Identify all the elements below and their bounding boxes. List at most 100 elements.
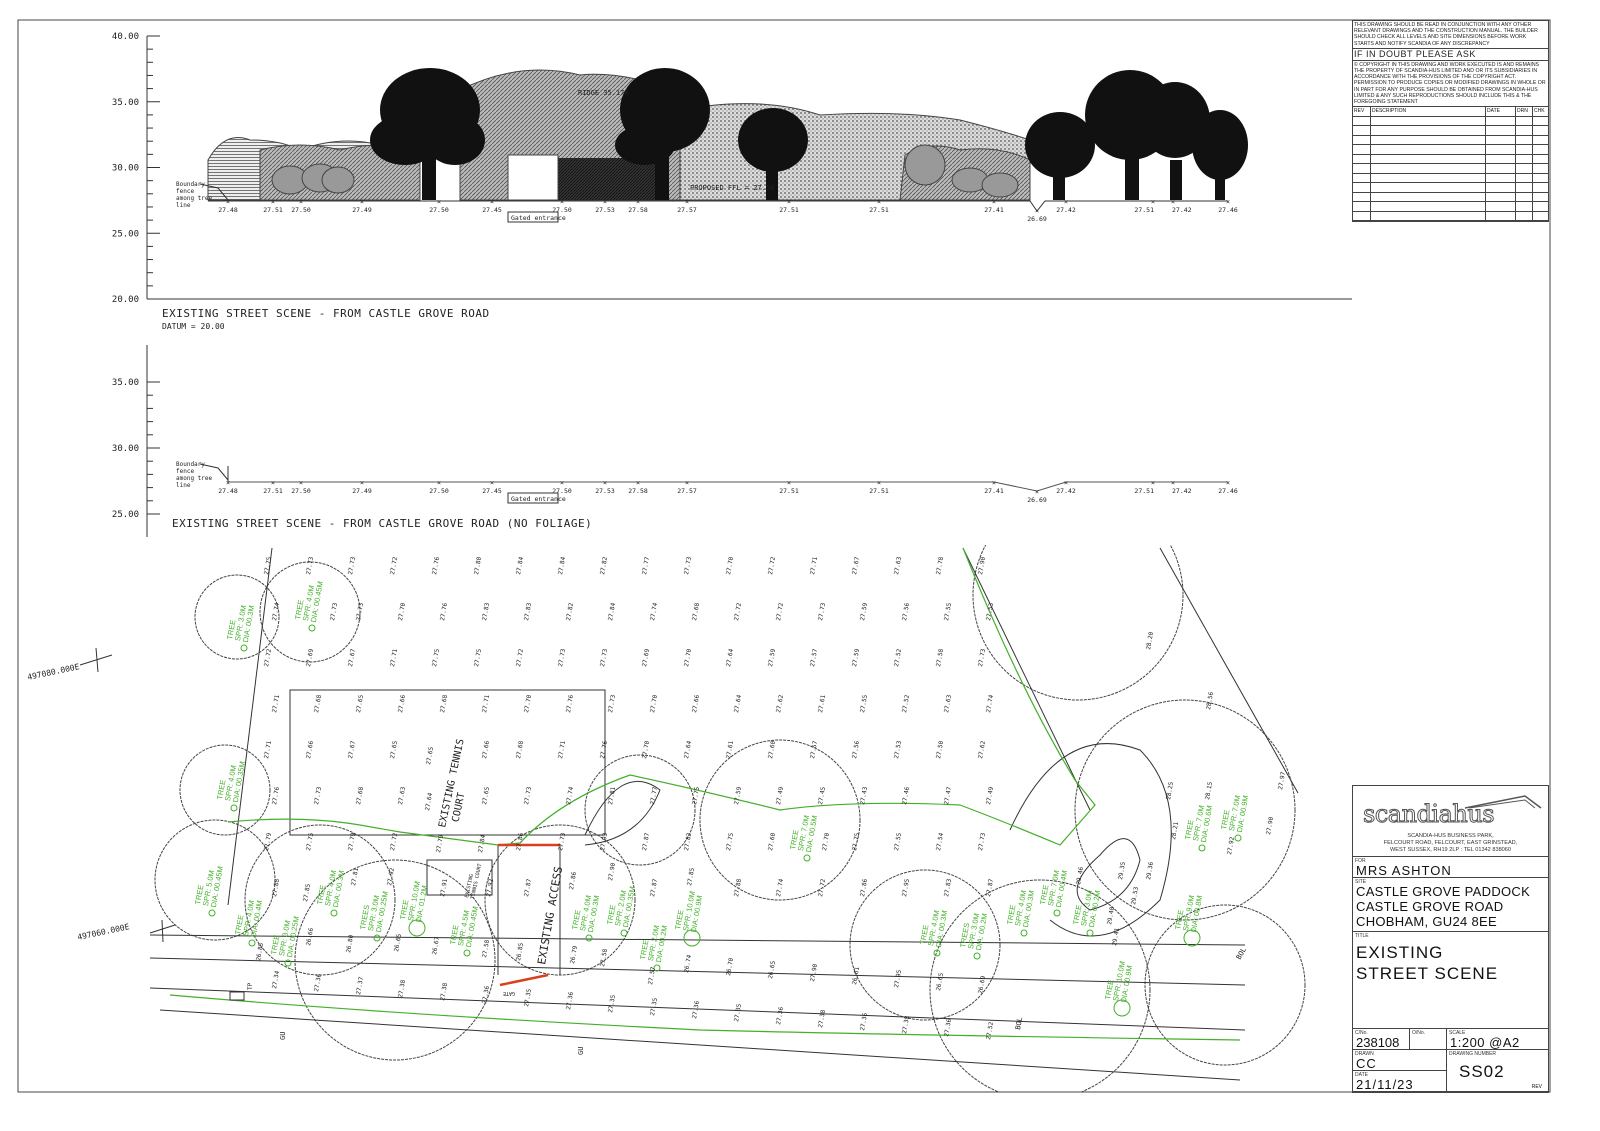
spot-level: 27.80 [473, 556, 483, 575]
spot-level: 27.72 [775, 602, 785, 621]
spot-level: 27.75 [691, 786, 701, 805]
spot-level-group: 27.68 [355, 786, 365, 805]
boundary-fence-label: fence [176, 188, 194, 195]
spot-level-group: 27.34 [271, 970, 281, 989]
spot-level-group: 27.37 [355, 976, 365, 995]
spot-level: 27.91 [439, 878, 449, 897]
revision-cell [1371, 173, 1486, 183]
revision-cell [1486, 154, 1516, 164]
spot-level: 27.74 [565, 786, 575, 805]
revision-cell [1533, 117, 1548, 126]
spot-level-group: 27.85 [302, 883, 312, 902]
spot-level: 27.92 [386, 867, 396, 886]
spot-level-group: 27.86 [515, 832, 525, 851]
spot-level: 26.67 [431, 936, 441, 955]
spot-level: 27.97 [1277, 771, 1287, 790]
spot-level-group: 27.38 [817, 1009, 827, 1028]
spot-level: 27.78 [935, 556, 945, 575]
spot-level-group: 27.64 [424, 792, 434, 811]
bol-label: BOL [1235, 946, 1248, 961]
spot-level-label: 27.49 [352, 206, 372, 214]
tree: TREESPR: 4.0MDIA: 00.3M [1005, 889, 1036, 937]
logo-roof-icon [1464, 795, 1542, 809]
revision-row [1353, 134, 1548, 145]
proposed-ffl-label: PROPOSED FFL = 27.58 [690, 184, 774, 192]
tree-trunk-icon [1234, 834, 1242, 842]
spot-level: 27.76 [565, 694, 575, 713]
tree-label: TREESSPR: 3.0MDIA: 00.2M [958, 910, 989, 951]
revision-cell [1486, 145, 1516, 154]
spot-level-group: 29.35 [1117, 861, 1127, 880]
tree-trunk-icon [1183, 929, 1201, 947]
tree-label-line: TREE [315, 884, 327, 905]
level-marker: × [877, 479, 881, 487]
tree-label-line: TREE [225, 619, 237, 640]
spot-level: 27.73 [977, 648, 987, 667]
ground-line-2 [228, 481, 1228, 492]
tree-label-line: TREE [448, 924, 460, 945]
revision-cell [1486, 173, 1516, 183]
spot-level: 27.84 [607, 602, 617, 621]
tree-label: TREESPR: 7.0MDIA: 00.6M [1183, 802, 1214, 843]
spot-level: 27.68 [355, 786, 365, 805]
tree-label: TREESPR: 2.0MDIA: 00.2M [638, 922, 669, 963]
spot-level-label: 27.46 [1218, 487, 1238, 495]
tree: TREESPR: 2.0MDIA: 00.35M [605, 886, 637, 937]
spot-level-group: 27.70 [523, 694, 533, 713]
drawing-title: EXISTING STREET SCENE [1356, 942, 1498, 984]
spot-level: 27.87 [649, 878, 659, 897]
spot-level: 27.81 [350, 867, 360, 886]
tree-label-line: TREE [638, 939, 650, 960]
spot-level-group: 27.56 [901, 602, 911, 621]
spot-level-label: 26.69 [1027, 496, 1047, 504]
revision-cell [1516, 173, 1533, 183]
spot-level-group: 27.74 [271, 602, 281, 621]
axis-tick-label: 25.00 [112, 229, 139, 239]
spot-level: 27.71 [809, 556, 819, 575]
spot-level: 27.72 [817, 878, 827, 897]
spot-level-group: 27.52 [985, 1021, 995, 1040]
revision-cell [1533, 155, 1548, 164]
spot-level-group: 27.81 [350, 867, 360, 886]
tree-label-line: TREE [398, 899, 410, 920]
level-marker: × [685, 198, 689, 206]
spot-level-label: 27.42 [1056, 206, 1076, 214]
level-marker: × [299, 479, 303, 487]
spot-level-label: 26.69 [1027, 215, 1047, 223]
spot-level-group: 27.68 [691, 602, 701, 621]
spot-level: 27.66 [397, 694, 407, 713]
spot-level-group: 27.38 [397, 979, 407, 998]
spot-level-group: 27.87 [649, 878, 659, 897]
tree-label-line: TREE [1005, 904, 1017, 925]
spot-level: 27.54 [935, 832, 945, 851]
client-field: FOR MRS ASHTON [1352, 856, 1549, 878]
gated-entrance-box [507, 211, 559, 223]
spot-level-group: 26.80 [345, 934, 355, 953]
level-marker: × [226, 198, 230, 206]
spot-level-group: 27.57 [809, 648, 819, 667]
tree: TREESPR: 5.0MDIA: 00.45M [193, 866, 225, 917]
spot-level-group: 26.65 [935, 972, 945, 991]
spot-level-group: 27.67 [851, 556, 861, 575]
spot-level: 27.90 [977, 556, 987, 575]
tree-trunk-icon [373, 934, 381, 942]
title-label: TITLE [1355, 933, 1369, 939]
tree-label-line: TREE [193, 884, 205, 905]
tree: TREESPR: 4.0MDIA: 00.35M [215, 761, 247, 812]
tree-trunk-icon [230, 804, 238, 812]
spot-level: 27.76 [271, 786, 281, 805]
revision-row [1353, 201, 1548, 211]
spot-level: 27.65 [481, 786, 491, 805]
level-marker: × [636, 198, 640, 206]
spot-level: 27.82 [683, 832, 693, 851]
revision-cell [1516, 211, 1533, 221]
boundary-fence-label: Boundary [176, 461, 205, 468]
tree-canopies [154, 545, 1306, 1092]
gated-entrance-box-2 [507, 492, 559, 504]
level-marker: × [1035, 207, 1039, 215]
tree-label: TREESPR: 9.0MDIA: 00.8M [1173, 892, 1204, 933]
spot-level-group: 27.75 [305, 832, 315, 851]
title-line: EXISTING [1356, 943, 1444, 962]
revision-cell [1371, 116, 1486, 126]
tree-label-line: TREE [293, 599, 305, 620]
